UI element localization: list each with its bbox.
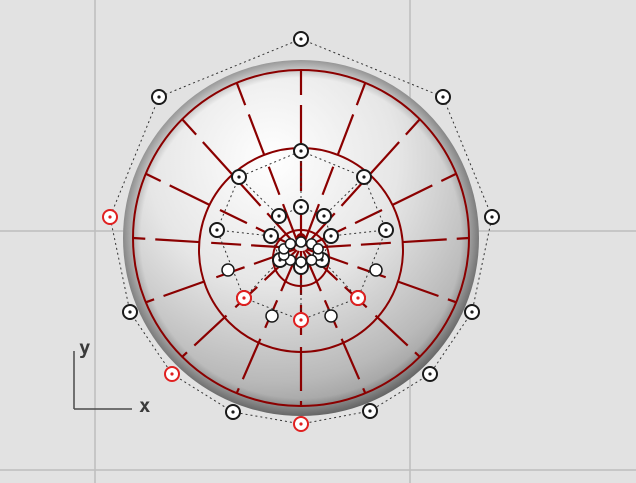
control-point[interactable] (356, 169, 372, 185)
control-point[interactable] (284, 238, 297, 250)
isocurve-radial (306, 236, 470, 250)
control-polygon-spoke (238, 176, 280, 217)
control-point[interactable] (464, 304, 480, 320)
isocurve-radial (306, 248, 457, 304)
control-point[interactable] (378, 222, 394, 238)
control-point[interactable] (295, 236, 307, 248)
control-point[interactable] (151, 89, 167, 105)
selected-control-point[interactable] (164, 366, 180, 382)
control-point[interactable] (271, 208, 287, 224)
selected-control-point[interactable] (350, 290, 366, 306)
control-point[interactable] (316, 208, 332, 224)
control-point[interactable] (293, 143, 309, 159)
control-point[interactable] (295, 256, 307, 268)
control-point[interactable] (484, 209, 500, 225)
isocurve-radial (181, 118, 298, 247)
control-point[interactable] (312, 243, 324, 255)
control-point[interactable] (265, 309, 279, 323)
control-point[interactable] (435, 89, 451, 105)
control-polygon-spoke (323, 176, 365, 217)
control-point[interactable] (369, 263, 383, 277)
control-polygon-spoke (321, 259, 359, 299)
control-polygon-spoke (330, 229, 387, 237)
control-point[interactable] (209, 222, 225, 238)
isocurve-radial (302, 250, 367, 394)
control-point[interactable] (225, 404, 241, 420)
y-axis-label: y (79, 337, 91, 359)
isocurve-radial (235, 82, 300, 246)
control-point[interactable] (323, 228, 339, 244)
control-point[interactable] (324, 309, 338, 323)
control-point[interactable] (422, 366, 438, 382)
control-point[interactable] (231, 169, 247, 185)
control-point[interactable] (122, 304, 138, 320)
control-point[interactable] (293, 31, 309, 47)
x-axis-label: x (139, 395, 151, 417)
control-point[interactable] (293, 199, 309, 215)
control-point[interactable] (263, 228, 279, 244)
selected-control-point[interactable] (236, 290, 252, 306)
isocurve-radial (235, 250, 300, 394)
selected-control-point[interactable] (293, 312, 309, 328)
control-polygon-spoke (243, 259, 281, 299)
control-point[interactable] (362, 403, 378, 419)
control-point[interactable] (221, 263, 235, 277)
isocurve-radial (302, 82, 367, 246)
control-points[interactable] (102, 31, 500, 432)
isocurve-radial (132, 236, 296, 250)
control-point[interactable] (305, 254, 318, 266)
selected-control-point[interactable] (293, 416, 309, 432)
selected-control-point[interactable] (102, 209, 118, 225)
control-polygon-spoke (216, 229, 272, 237)
isocurve-radial (304, 118, 421, 247)
isocurve-radial (145, 248, 296, 304)
